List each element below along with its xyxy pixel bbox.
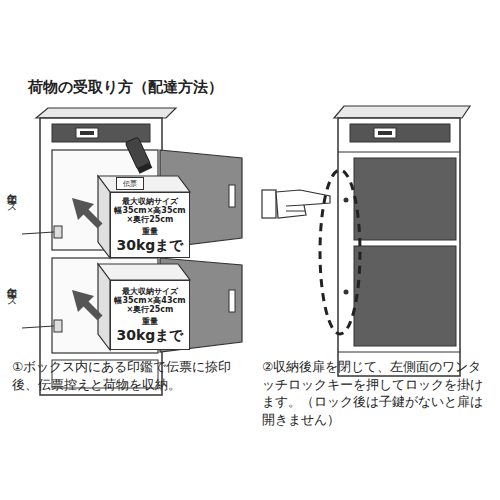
leader-line (22, 326, 54, 328)
slip-text: 伝票 (123, 179, 137, 189)
push-arrow (84, 302, 100, 318)
box-spec-text: 最大収納サイズ (122, 197, 178, 206)
lock-key (344, 290, 349, 295)
box-top-face (98, 176, 190, 192)
display (374, 128, 396, 138)
box-side-face (98, 264, 110, 350)
parcel-box: 最大収納サイズ幅35cm×高35cm ×奥行25cm 重量30kgまで (110, 192, 190, 258)
closed-door (354, 158, 456, 240)
stamp-case (54, 226, 62, 238)
leader-line (22, 232, 54, 234)
box-spec-text: 重量 (142, 227, 158, 236)
stamp-case (54, 320, 62, 332)
weight-limit: 30kgまで (117, 237, 184, 253)
display-digits (378, 131, 392, 135)
step-caption: ①ボックス内にある印鑑で伝票に捺印後、伝票控えと荷物を収納。 (12, 358, 252, 393)
weight-limit: 30kgまで (117, 327, 184, 343)
parcel-box: 最大収納サイズ幅35cm×高43cm ×奥行25cm 重量30kgまで (110, 280, 190, 350)
display-digits (80, 131, 94, 135)
part-label: 印鑑ケース (6, 280, 16, 302)
box-side-face (98, 176, 110, 258)
stamp (125, 137, 152, 174)
closed-door (354, 246, 456, 346)
cabinet-body (338, 118, 460, 376)
diagram-title: 荷物の受取り方（配達方法） (28, 78, 328, 97)
frame-line (338, 152, 460, 153)
sleeve-cuff (262, 190, 276, 218)
arrow-head (72, 290, 94, 312)
display (76, 128, 98, 138)
cabinet-lid (36, 108, 176, 118)
mail-slot (350, 124, 450, 142)
box-top-face (98, 264, 190, 280)
door-handle (229, 185, 235, 207)
box-spec-text: 最大収納サイズ (122, 287, 178, 296)
delivery-slip: 伝票 (116, 177, 144, 190)
lock-key (344, 198, 349, 203)
step-caption: ②収納後扉を閉じて、左側面のワンタッチロックキーを押してロックを掛けます。（ロッ… (262, 358, 494, 428)
box-spec-text: 重量 (142, 317, 158, 326)
box-spec-text: 幅35cm×高35cm ×奥行25cm (114, 206, 186, 224)
highlight-ellipse (320, 170, 360, 334)
push-arrow (84, 210, 100, 226)
box-spec-text: 幅35cm×高43cm ×奥行25cm (114, 296, 186, 314)
arrow-head (72, 198, 94, 220)
part-label: 印鑑ケース (6, 186, 16, 208)
stamp-face (137, 162, 152, 173)
cabinet-lid (334, 106, 470, 118)
door-handle (229, 290, 235, 312)
finger-lines (286, 205, 305, 211)
frame-line (338, 352, 460, 353)
